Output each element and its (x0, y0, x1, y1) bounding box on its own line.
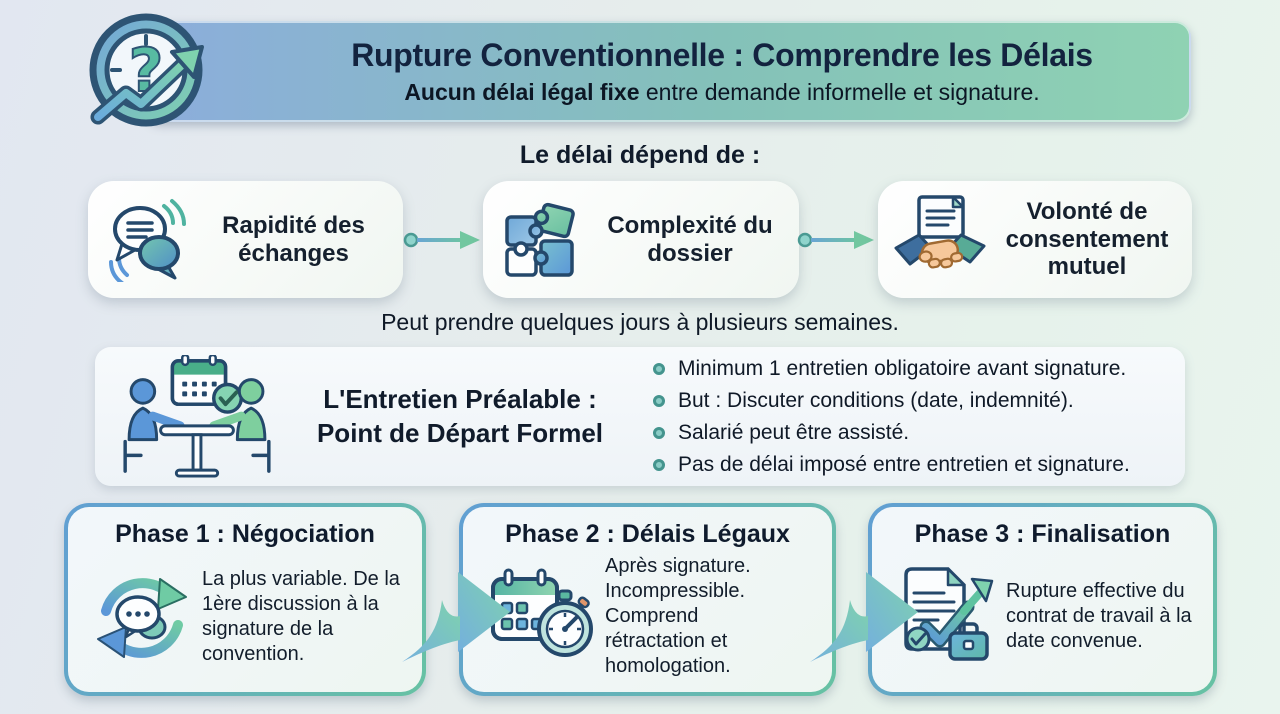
bullet-dot-icon (653, 458, 665, 471)
bullet-text: But : Discuter conditions (date, indemni… (678, 388, 1074, 412)
list-item: Pas de délai imposé entre entretien et s… (653, 453, 1159, 477)
bullet-text: Minimum 1 entretien obligatoire avant si… (678, 356, 1127, 380)
phase-card-delais-legaux: Phase 2 : Délais Légaux (459, 503, 836, 696)
bullet-dot-icon (653, 394, 665, 407)
factor-card-complexite: Complexité du dossier (483, 181, 799, 298)
phase-description: La plus variable. De la 1ère discussion … (202, 567, 400, 665)
entretien-card: L'Entretien Préalable : Point de Départ … (95, 347, 1185, 486)
arrow-connector-icon (403, 231, 480, 249)
factor-card-rapidite: Rapidité des échanges (88, 181, 403, 298)
bullet-dot-icon (653, 426, 665, 439)
phase-card-inner: Phase 3 : Finalisation (872, 507, 1213, 692)
puzzle-pieces-icon (505, 202, 575, 277)
phase-card-negociation: Phase 1 : Négociation (64, 503, 426, 696)
header-banner: Rupture Conventionnelle : Comprendre les… (145, 21, 1191, 122)
handshake-document-icon (894, 194, 986, 269)
cycle-chat-icon (97, 577, 187, 658)
list-item: But : Discuter conditions (date, indemni… (653, 389, 1159, 413)
calendar-stopwatch-icon (491, 568, 593, 657)
chat-bubbles-icon (109, 198, 186, 282)
bullet-dot-icon (653, 362, 665, 375)
entretien-title-line2: Point de Départ Formel (316, 417, 604, 448)
document-check-briefcase-icon (904, 566, 994, 661)
duration-note: Peut prendre quelques jours à plusieurs … (381, 309, 899, 335)
swoosh-arrow-icon (402, 572, 510, 662)
phase-description: Après signature. Incompressible. Compren… (605, 555, 751, 677)
bullet-text: Salarié peut être assisté. (678, 420, 910, 444)
subtitle-rest-text: entre demande informelle et signature. (639, 79, 1040, 105)
page-subtitle: Aucun délai légal fixe entre demande inf… (255, 79, 1189, 106)
arrow-connector-icon (797, 231, 874, 249)
phase-description: Rupture effective du contrat de travail … (1006, 580, 1192, 652)
factor-label: Rapidité des échanges (222, 211, 365, 267)
list-item: Salarié peut être assisté. (653, 421, 1159, 445)
entretien-title: L'Entretien Préalable : Point de Départ … (295, 383, 625, 451)
phase-body: Rupture effective du contrat de travail … (886, 549, 1199, 684)
factor-card-volonte: Volonté de consentement mutuel (878, 181, 1192, 298)
phase-card-inner: Phase 2 : Délais Légaux (463, 507, 832, 692)
phase-card-inner: Phase 1 : Négociation (68, 507, 422, 692)
subtitle-bold-text: Aucun délai légal fixe (404, 79, 640, 105)
section-heading: Le délai dépend de : (519, 141, 761, 169)
factor-label: Volonté de consentement mutuel (1005, 198, 1169, 281)
clock-question-trend-arrow-icon: ? (89, 13, 204, 127)
meeting-table-calendar-icon (123, 354, 271, 478)
phase-card-finalisation: Phase 3 : Finalisation (868, 503, 1217, 696)
page-title: Rupture Conventionnelle : Comprendre les… (351, 37, 1093, 73)
phase-title: Phase 3 : Finalisation (914, 520, 1171, 548)
bullet-text: Pas de délai imposé entre entretien et s… (678, 452, 1130, 476)
entretien-title-line1: L'Entretien Préalable : (323, 383, 597, 414)
phase-body: La plus variable. De la 1ère discussion … (82, 549, 408, 684)
phase-title: Phase 1 : Négociation (115, 520, 375, 548)
phase-title: Phase 2 : Délais Légaux (505, 520, 790, 548)
entretien-bullet-list: Minimum 1 entretien obligatoire avant si… (653, 357, 1159, 477)
phase-body: Après signature. Incompressible. Compren… (477, 549, 818, 684)
factor-label: Complexité du dossier (607, 211, 773, 267)
swoosh-arrow-icon (810, 572, 918, 662)
list-item: Minimum 1 entretien obligatoire avant si… (653, 357, 1159, 381)
